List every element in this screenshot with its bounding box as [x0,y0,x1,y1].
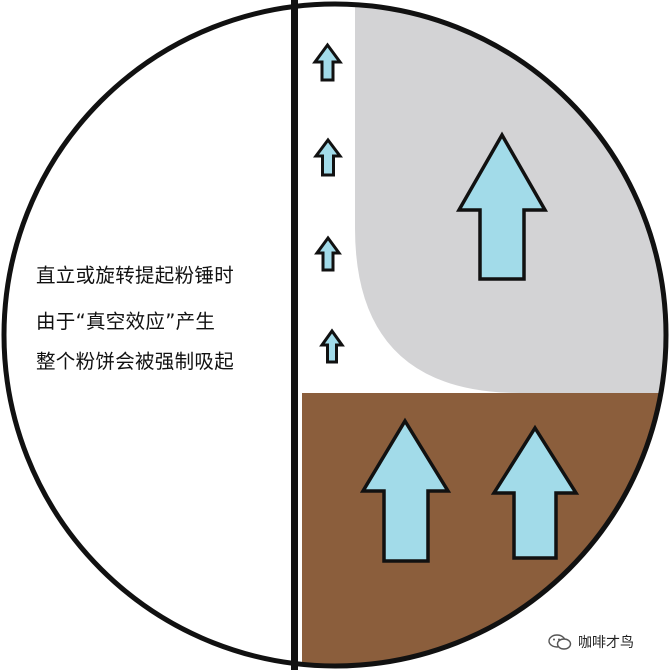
caption-line-1: 直立或旋转提起粉锤时 [36,264,235,287]
watermark: 咖啡才鸟 [548,632,634,652]
watermark-text: 咖啡才鸟 [578,635,634,651]
small-arrow-up-1 [312,42,343,82]
large-arrow-up-puck-right [490,424,580,560]
small-arrow-up-4 [319,328,345,364]
small-arrow-up-3 [314,235,342,272]
divider-line [291,0,298,670]
caption-line-3: 整个粉饼会被强制吸起 [36,350,235,373]
caption-line-2: 由于“真空效应”产生 [36,310,216,333]
large-arrow-up-gray [455,131,549,281]
white-channel [302,4,306,393]
large-arrow-up-puck-left [359,417,452,563]
small-arrow-up-2 [313,137,343,177]
wechat-icon [548,634,572,650]
